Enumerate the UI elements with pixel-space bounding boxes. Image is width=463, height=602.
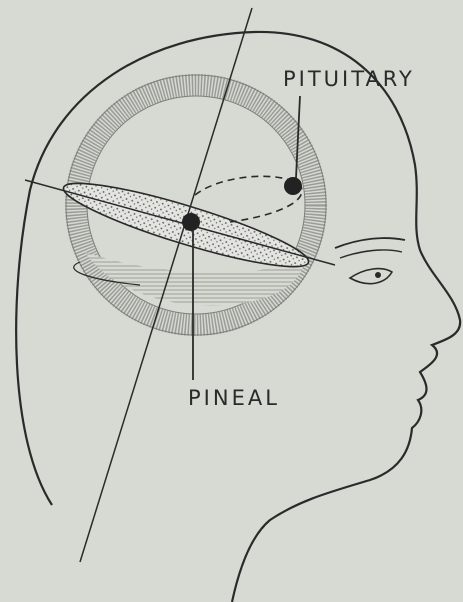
pituitary-dot xyxy=(284,177,302,195)
pituitary-label: PITUITARY xyxy=(283,67,415,91)
eye xyxy=(350,269,392,284)
eyebrow xyxy=(335,238,405,248)
eyebrow xyxy=(340,250,402,258)
eye-pupil xyxy=(375,272,381,278)
pineal-dot xyxy=(182,213,200,231)
pineal-label: PINEAL xyxy=(188,386,280,410)
